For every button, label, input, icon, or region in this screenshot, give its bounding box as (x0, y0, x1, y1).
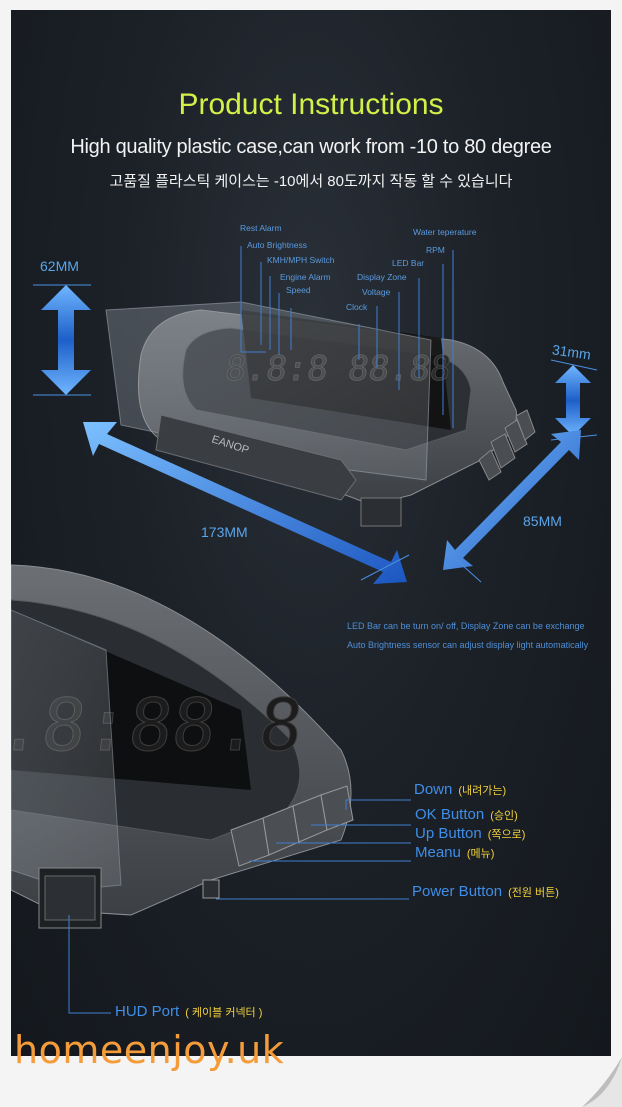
callout-up-en: Up Button (415, 825, 482, 842)
hud-device-bottom: 8.8:88.8 (11, 564, 354, 929)
callout-hud-port-en: HUD Port (115, 1003, 180, 1020)
callout-ok: OK Button (승인) (415, 806, 518, 823)
watermark-text: homeenjoy.uk (14, 1028, 285, 1072)
page-curl-decoration (582, 1057, 622, 1107)
callout-down-ko: (내려가는) (458, 785, 507, 797)
instruction-panel: Product Instructions High quality plasti… (11, 10, 611, 1056)
label-rpm: RPM (426, 245, 445, 255)
callout-power-ko: (전원 버튼) (508, 887, 559, 899)
subtitle-korean: 고품질 플라스틱 케이스는 -10에서 80도까지 작동 할 수 있습니다 (109, 173, 513, 190)
callout-ok-ko: (승인) (490, 810, 518, 822)
dimension-length: 173MM (201, 524, 248, 540)
callout-menu-ko: (메뉴) (466, 848, 495, 860)
label-kmh-mph-switch: KMH/MPH Switch (267, 255, 335, 265)
label-water-temperature: Water teperature (413, 227, 477, 237)
top-callout-lines (240, 246, 454, 428)
callout-power: Power Button (전원 버튼) (412, 883, 559, 900)
width-arrow (443, 430, 581, 583)
label-led-bar: LED Bar (392, 258, 425, 268)
callout-menu: Meanu (메뉴) (415, 844, 494, 861)
device-illustration: 8.8:8 88.88 EANOP (11, 246, 598, 1014)
height-arrow (33, 284, 91, 396)
bottom-callout-lines (68, 799, 411, 1014)
callout-hud-port: HUD Port ( 케이블 커넥터 ) (115, 1003, 262, 1020)
callout-menu-en: Meanu (415, 844, 461, 861)
label-clock: Clock (346, 302, 368, 312)
label-display-zone: Display Zone (357, 272, 407, 282)
callout-up: Up Button (쪽으로) (415, 825, 525, 842)
depth-arrow (550, 359, 598, 441)
callout-power-en: Power Button (412, 883, 503, 900)
label-rest-alarm: Rest Alarm (240, 223, 282, 233)
length-arrow (83, 422, 410, 584)
hud-device-top: 8.8:8 88.88 (105, 301, 536, 527)
subtitle-english: High quality plastic case,can work from … (70, 136, 552, 158)
callout-hud-port-ko: ( 케이블 커넥터 ) (185, 1007, 263, 1019)
label-speed: Speed (286, 285, 311, 295)
label-engine-alarm: Engine Alarm (280, 272, 331, 282)
dimension-height: 62MM (40, 258, 79, 274)
label-voltage: Voltage (362, 287, 391, 297)
callout-up-ko: (쪽으로) (487, 829, 526, 841)
callout-down-en: Down (414, 781, 453, 798)
note-led-bar: LED Bar can be turn on/ off, Display Zon… (347, 621, 585, 631)
callout-down: Down (내려가는) (414, 781, 506, 798)
label-auto-brightness: Auto Brightness (247, 240, 308, 250)
note-auto-brightness: Auto Brightness sensor can adjust displa… (347, 640, 589, 650)
callout-ok-en: OK Button (415, 806, 485, 823)
dimension-width: 85MM (523, 513, 562, 529)
page-title: Product Instructions (178, 88, 444, 121)
